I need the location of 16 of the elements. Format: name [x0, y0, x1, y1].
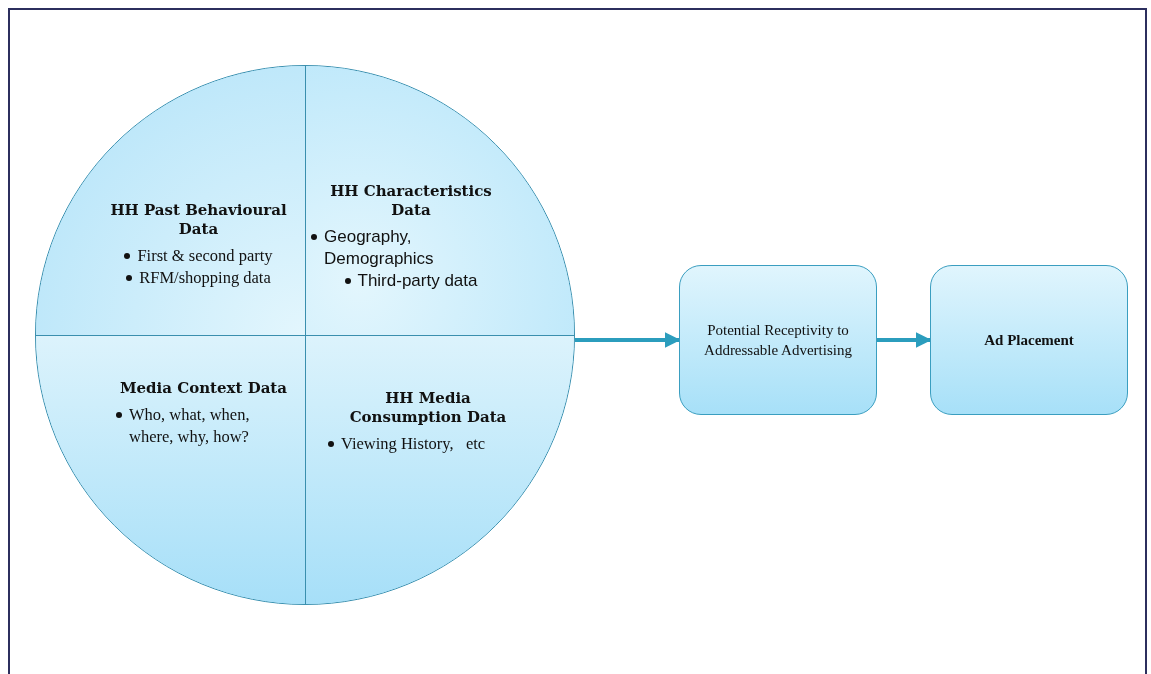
bullet-item: Geography, Demographics: [324, 226, 435, 270]
box-label: Ad Placement: [984, 331, 1074, 350]
segment-heading: HH Characteristics Data: [329, 182, 493, 220]
arrow: [575, 332, 681, 348]
arrow: [877, 332, 932, 348]
segment-heading: HH Media Consumption Data: [348, 389, 508, 427]
segment-heading: Media Context Data: [119, 379, 288, 398]
segment-heading: HH Past Behavioural Data: [109, 201, 288, 239]
bullet-item: RFM/shopping data: [139, 267, 271, 289]
process-box: [930, 265, 1128, 415]
bullet-item: First & second party: [137, 245, 273, 267]
process-box: [679, 265, 877, 415]
box-label: Potential Receptivity to Addressable Advertising: [703, 321, 853, 360]
bullet-item: Who, what, when, where, why, how?: [129, 404, 251, 448]
bullet-item: Third-party data: [357, 270, 478, 292]
bullet-item: Viewing History, etc: [341, 433, 486, 455]
